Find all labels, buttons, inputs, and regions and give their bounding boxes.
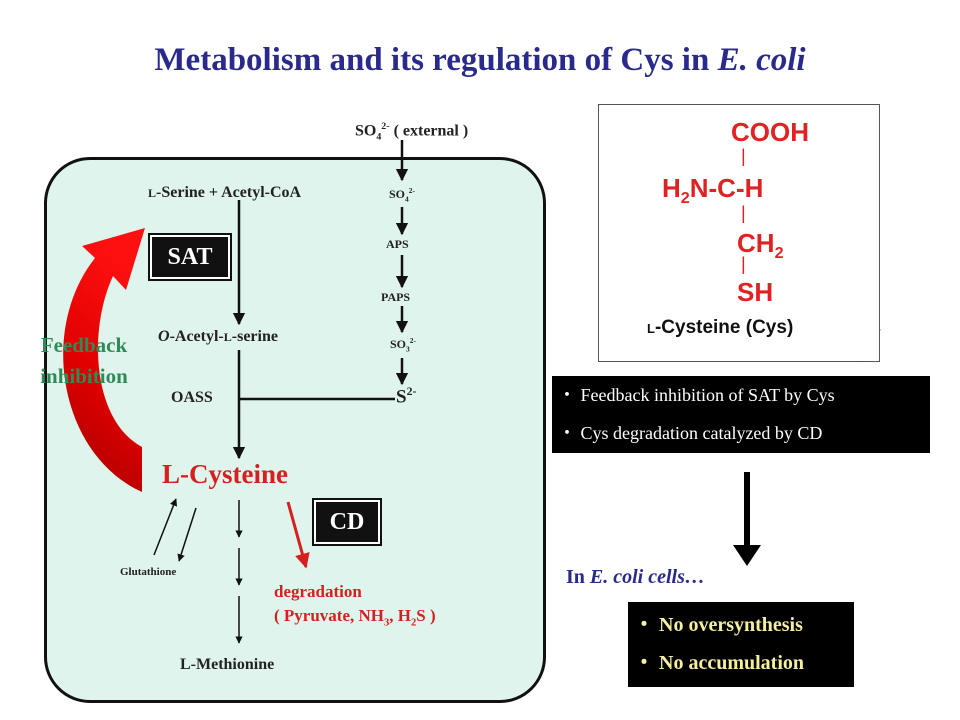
glutathione-label: Glutathione (120, 566, 177, 578)
feedback-inhibition-label: Feedback inhibition (40, 333, 128, 388)
bond-3: | (741, 254, 746, 274)
sat-enzyme-badge: SAT (150, 235, 230, 279)
sh-group: SH (737, 277, 774, 307)
bullet-degradation: ・ Cys degradation catalyzed by CD (558, 423, 823, 443)
l-methionine-label: L-Methionine (180, 656, 275, 673)
sulfide-label: S2- (396, 385, 417, 408)
degradation-label: degradation ( Pyruvate, NH3, H2S ) (274, 582, 436, 629)
bullet-no-accumulation: ・ No accumulation (634, 652, 804, 674)
regulation-bullets: ・ Feedback inhibition of SAT by Cys ・ Cy… (552, 376, 930, 453)
ch2-group: CH2 (737, 228, 784, 263)
sulfite-label: SO32- (390, 336, 416, 354)
degradation-arrow (286, 501, 310, 569)
cd-enzyme-badge: CD (314, 500, 380, 544)
paps-label: PAPS (381, 290, 411, 304)
glutathione-to-cys-arrow (177, 507, 197, 562)
cysteine-structure-card (598, 104, 880, 362)
sulfate-external-label: SO42- ( external ) (355, 121, 469, 143)
page-title: Metabolism and its regulation of Cys in … (154, 42, 806, 78)
l-cysteine-label: L-Cysteine (162, 459, 288, 489)
aps-label: APS (386, 237, 409, 251)
cys-to-glutathione-arrow (153, 498, 178, 556)
bullet-no-oversynthesis: ・ No oversynthesis (634, 614, 803, 636)
result-bullets: ・ No oversynthesis ・ No accumulation (628, 602, 854, 687)
bond-2: | (741, 203, 746, 223)
serine-acetylcoa-label: L-Serine + Acetyl-CoA (148, 184, 302, 201)
oass-label: OASS (171, 389, 213, 406)
sulfate-internal-label: SO42- (389, 186, 415, 204)
bond-1: | (741, 146, 746, 166)
o-acetyl-serine-label: O-Acetyl-L-serine (158, 328, 278, 345)
amine-carbon-group: H2N-C-H (662, 173, 764, 208)
structure-caption: L-Cysteine (Cys) (647, 317, 794, 338)
bullet-feedback: ・ Feedback inhibition of SAT by Cys (558, 385, 835, 405)
feedback-arrow (63, 228, 145, 492)
conclusion-arrowhead (733, 545, 761, 566)
conclusion-heading: In E. coli cells… (566, 566, 705, 588)
cooh-group: COOH (731, 117, 809, 147)
